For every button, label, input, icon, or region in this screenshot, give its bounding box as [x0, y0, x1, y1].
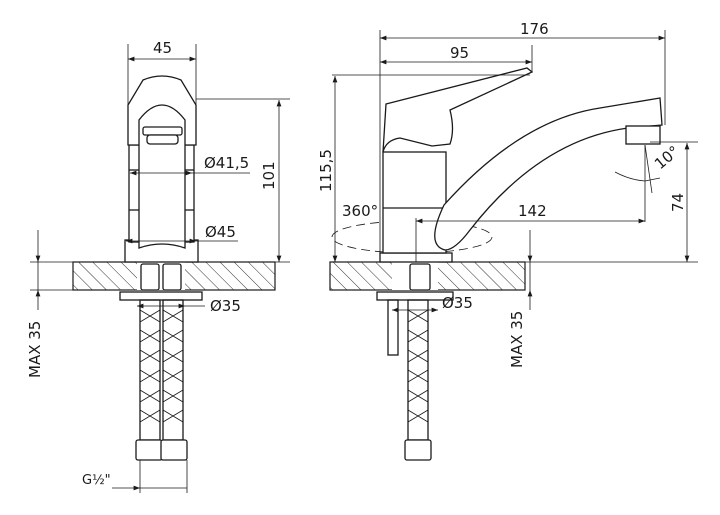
dim-thread: G½" — [82, 473, 111, 488]
rotation-ellipse — [331, 220, 493, 254]
dim-total-length: 176 — [520, 20, 549, 38]
dim-handle-length: 95 — [450, 44, 469, 62]
dim-hole-diameter-front: Ø35 — [210, 297, 241, 315]
faucet-body-front — [124, 75, 199, 263]
dim-total-height: 115,5 — [317, 149, 335, 192]
dim-front-width: 45 — [153, 39, 172, 57]
dim-spout-reach: 142 — [518, 202, 547, 220]
front-view: 45 Ø41,5 101 Ø45 Ø35 MAX 35 G½" — [26, 39, 290, 493]
side-view: 176 95 115,5 360° 142 10° 74 Ø35 MAX 35 — [317, 20, 698, 461]
dim-max-thickness-front: MAX 35 — [26, 321, 44, 378]
dim-hole-diameter-side: Ø35 — [442, 294, 473, 312]
braided-hoses-front — [135, 299, 188, 461]
braided-hose-side — [404, 299, 432, 461]
dim-body-diameter: Ø41,5 — [204, 154, 249, 172]
dim-max-thickness-side: MAX 35 — [508, 311, 526, 368]
dim-aerator-angle: 10° — [651, 142, 683, 173]
dim-base-diameter: Ø45 — [205, 223, 236, 241]
dim-spout-height: 74 — [669, 193, 687, 212]
dim-front-height: 101 — [260, 161, 278, 190]
faucet-body-side — [331, 67, 663, 263]
dim-rotation: 360° — [342, 202, 378, 220]
